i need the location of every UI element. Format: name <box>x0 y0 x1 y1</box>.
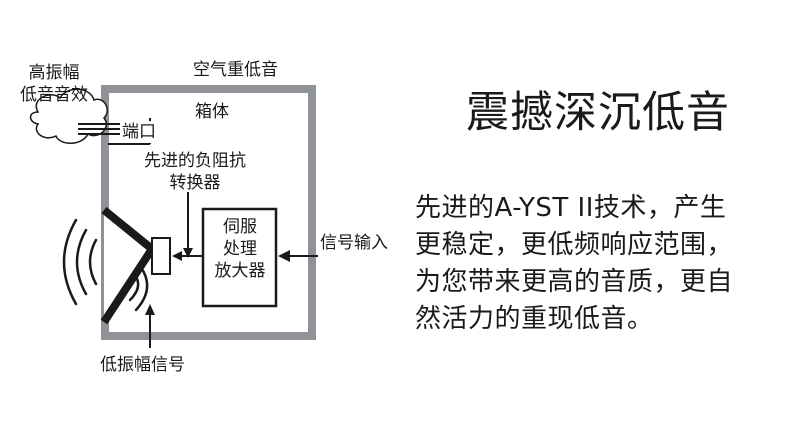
description-line-3: 为您带来更高的音质，更自 <box>415 267 734 297</box>
converter-label: 先进的负阻抗 转换器 <box>144 150 246 194</box>
amp-line-1: 伺服 <box>223 217 257 237</box>
low-amplitude-signal-label: 低振幅信号 <box>100 355 185 375</box>
amplifier-box <box>201 207 278 308</box>
high-amp-line-2: 低音音效 <box>20 85 88 105</box>
port-label: 端口 <box>120 121 158 143</box>
description-line-4: 然活力的重现低音。 <box>415 304 654 334</box>
speaker-cone <box>100 206 171 325</box>
voice-coil <box>151 237 171 275</box>
description-line-1: 先进的A-YST II技术，产生 <box>415 193 727 223</box>
amp-line-2: 处理 <box>223 239 257 259</box>
converter-line-1: 先进的负阻抗 <box>144 151 246 171</box>
high-amplitude-bass-label: 高振幅 低音音效 <box>20 62 88 106</box>
amp-line-3: 放大器 <box>214 261 266 281</box>
headline: 震撼深沉低音 <box>466 88 730 138</box>
servo-amplifier-label: 伺服 处理 放大器 <box>210 216 270 282</box>
description-text: 先进的A-YST II技术，产生 更稳定，更低频响应范围， 为您带来更高的音质，… <box>415 190 785 338</box>
description-line-2: 更稳定，更低频响应范围， <box>415 230 734 260</box>
cabinet-label: 箱体 <box>195 102 229 122</box>
converter-line-2: 转换器 <box>169 173 221 193</box>
high-amp-line-1: 高振幅 <box>28 63 80 83</box>
air-bass-label: 空气重低音 <box>193 60 278 80</box>
signal-input-label: 信号输入 <box>320 233 388 253</box>
sound-waves <box>62 218 149 312</box>
